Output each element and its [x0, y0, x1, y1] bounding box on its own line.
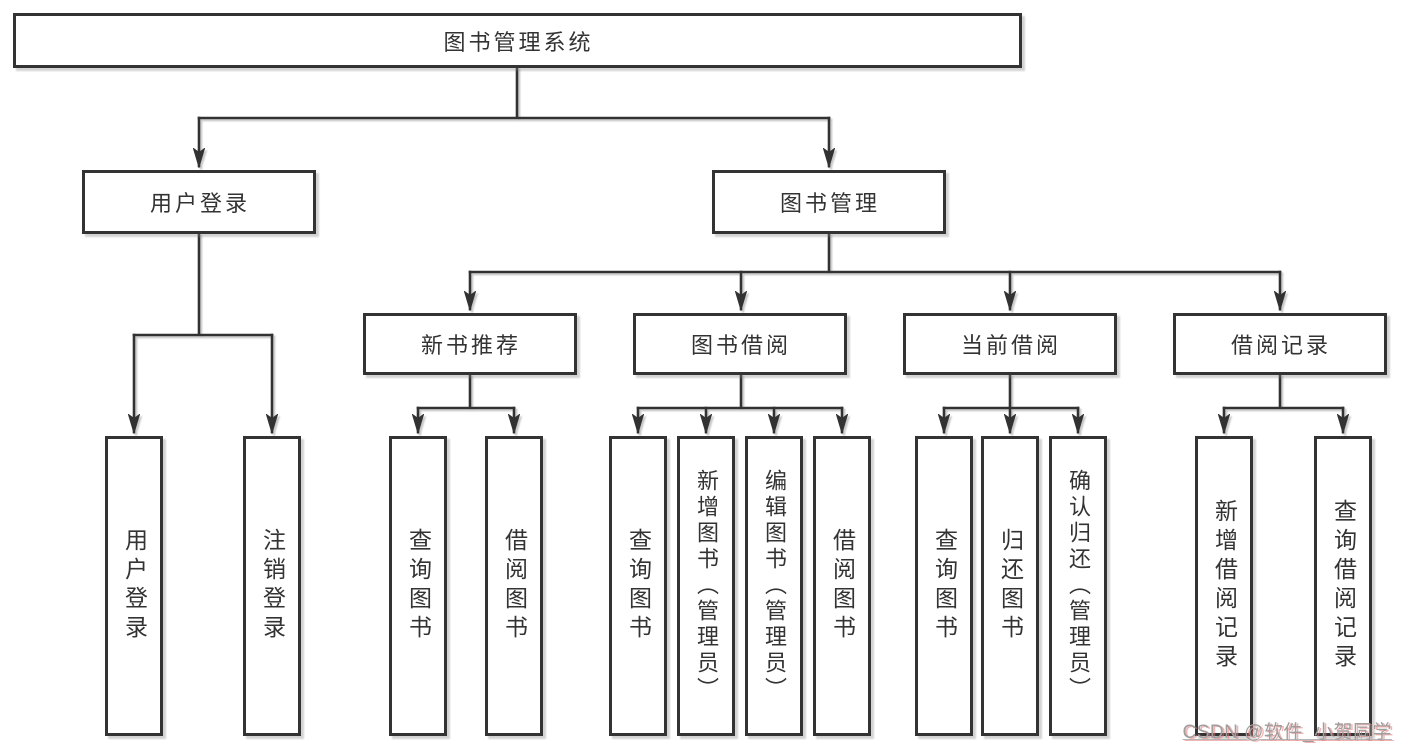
leaf-label: 借阅图书: [501, 528, 528, 644]
leaf-return-books: 归还图书: [981, 436, 1039, 736]
leaf-add-borrow-record: 新增借阅记录: [1195, 436, 1253, 736]
node-new-book-recommend: 新书推荐: [363, 313, 577, 375]
leaf-label: 查询图书: [931, 528, 958, 644]
leaf-query-books-borrow: 查询图书: [609, 436, 667, 736]
node-label: 新书推荐: [420, 333, 521, 358]
leaf-query-books-current: 查询图书: [915, 436, 973, 736]
leaf-add-books-admin: 新增图书（管理员）: [677, 436, 735, 736]
csdn-watermark: CSDN @软件_小贺同学: [1182, 722, 1392, 743]
node-book-borrow: 图书借阅: [633, 313, 847, 375]
leaf-label: 新增图书（管理员）: [694, 469, 719, 703]
node-label: 图书管理: [779, 191, 880, 216]
leaf-label: 用户登录: [121, 528, 148, 644]
node-borrow-records: 借阅记录: [1173, 313, 1387, 375]
leaf-label: 查询图书: [405, 528, 432, 644]
leaf-label: 查询图书: [625, 528, 652, 644]
node-user-login: 用户登录: [82, 170, 316, 234]
leaf-confirm-return-admin: 确认归还（管理员）: [1049, 436, 1107, 736]
leaf-label: 确认归还（管理员）: [1066, 469, 1091, 703]
node-current-borrow: 当前借阅: [903, 313, 1117, 375]
leaf-borrow-books: 借阅图书: [813, 436, 871, 736]
leaf-label: 查询借阅记录: [1330, 499, 1357, 673]
leaf-edit-books-admin: 编辑图书（管理员）: [745, 436, 803, 736]
leaf-label: 注销登录: [259, 528, 286, 644]
leaf-query-borrow-record: 查询借阅记录: [1314, 436, 1372, 736]
leaf-label: 借阅图书: [829, 528, 856, 644]
node-label: 用户登录: [149, 191, 250, 216]
node-label: 图书借阅: [690, 333, 791, 358]
leaf-logout: 注销登录: [243, 436, 301, 736]
leaf-query-books-recommend: 查询图书: [389, 436, 447, 736]
node-label: 图书管理系统: [443, 29, 594, 55]
leaf-user-login: 用户登录: [105, 436, 163, 736]
node-label: 当前借阅: [960, 333, 1061, 358]
leaf-borrow-books-recommend: 借阅图书: [485, 436, 543, 736]
node-root-library-system: 图书管理系统: [13, 13, 1022, 68]
leaf-label: 编辑图书（管理员）: [762, 469, 787, 703]
leaf-label: 新增借阅记录: [1211, 499, 1238, 673]
node-book-management: 图书管理: [712, 170, 946, 234]
leaf-label: 归还图书: [997, 528, 1024, 644]
node-label: 借阅记录: [1230, 333, 1331, 358]
